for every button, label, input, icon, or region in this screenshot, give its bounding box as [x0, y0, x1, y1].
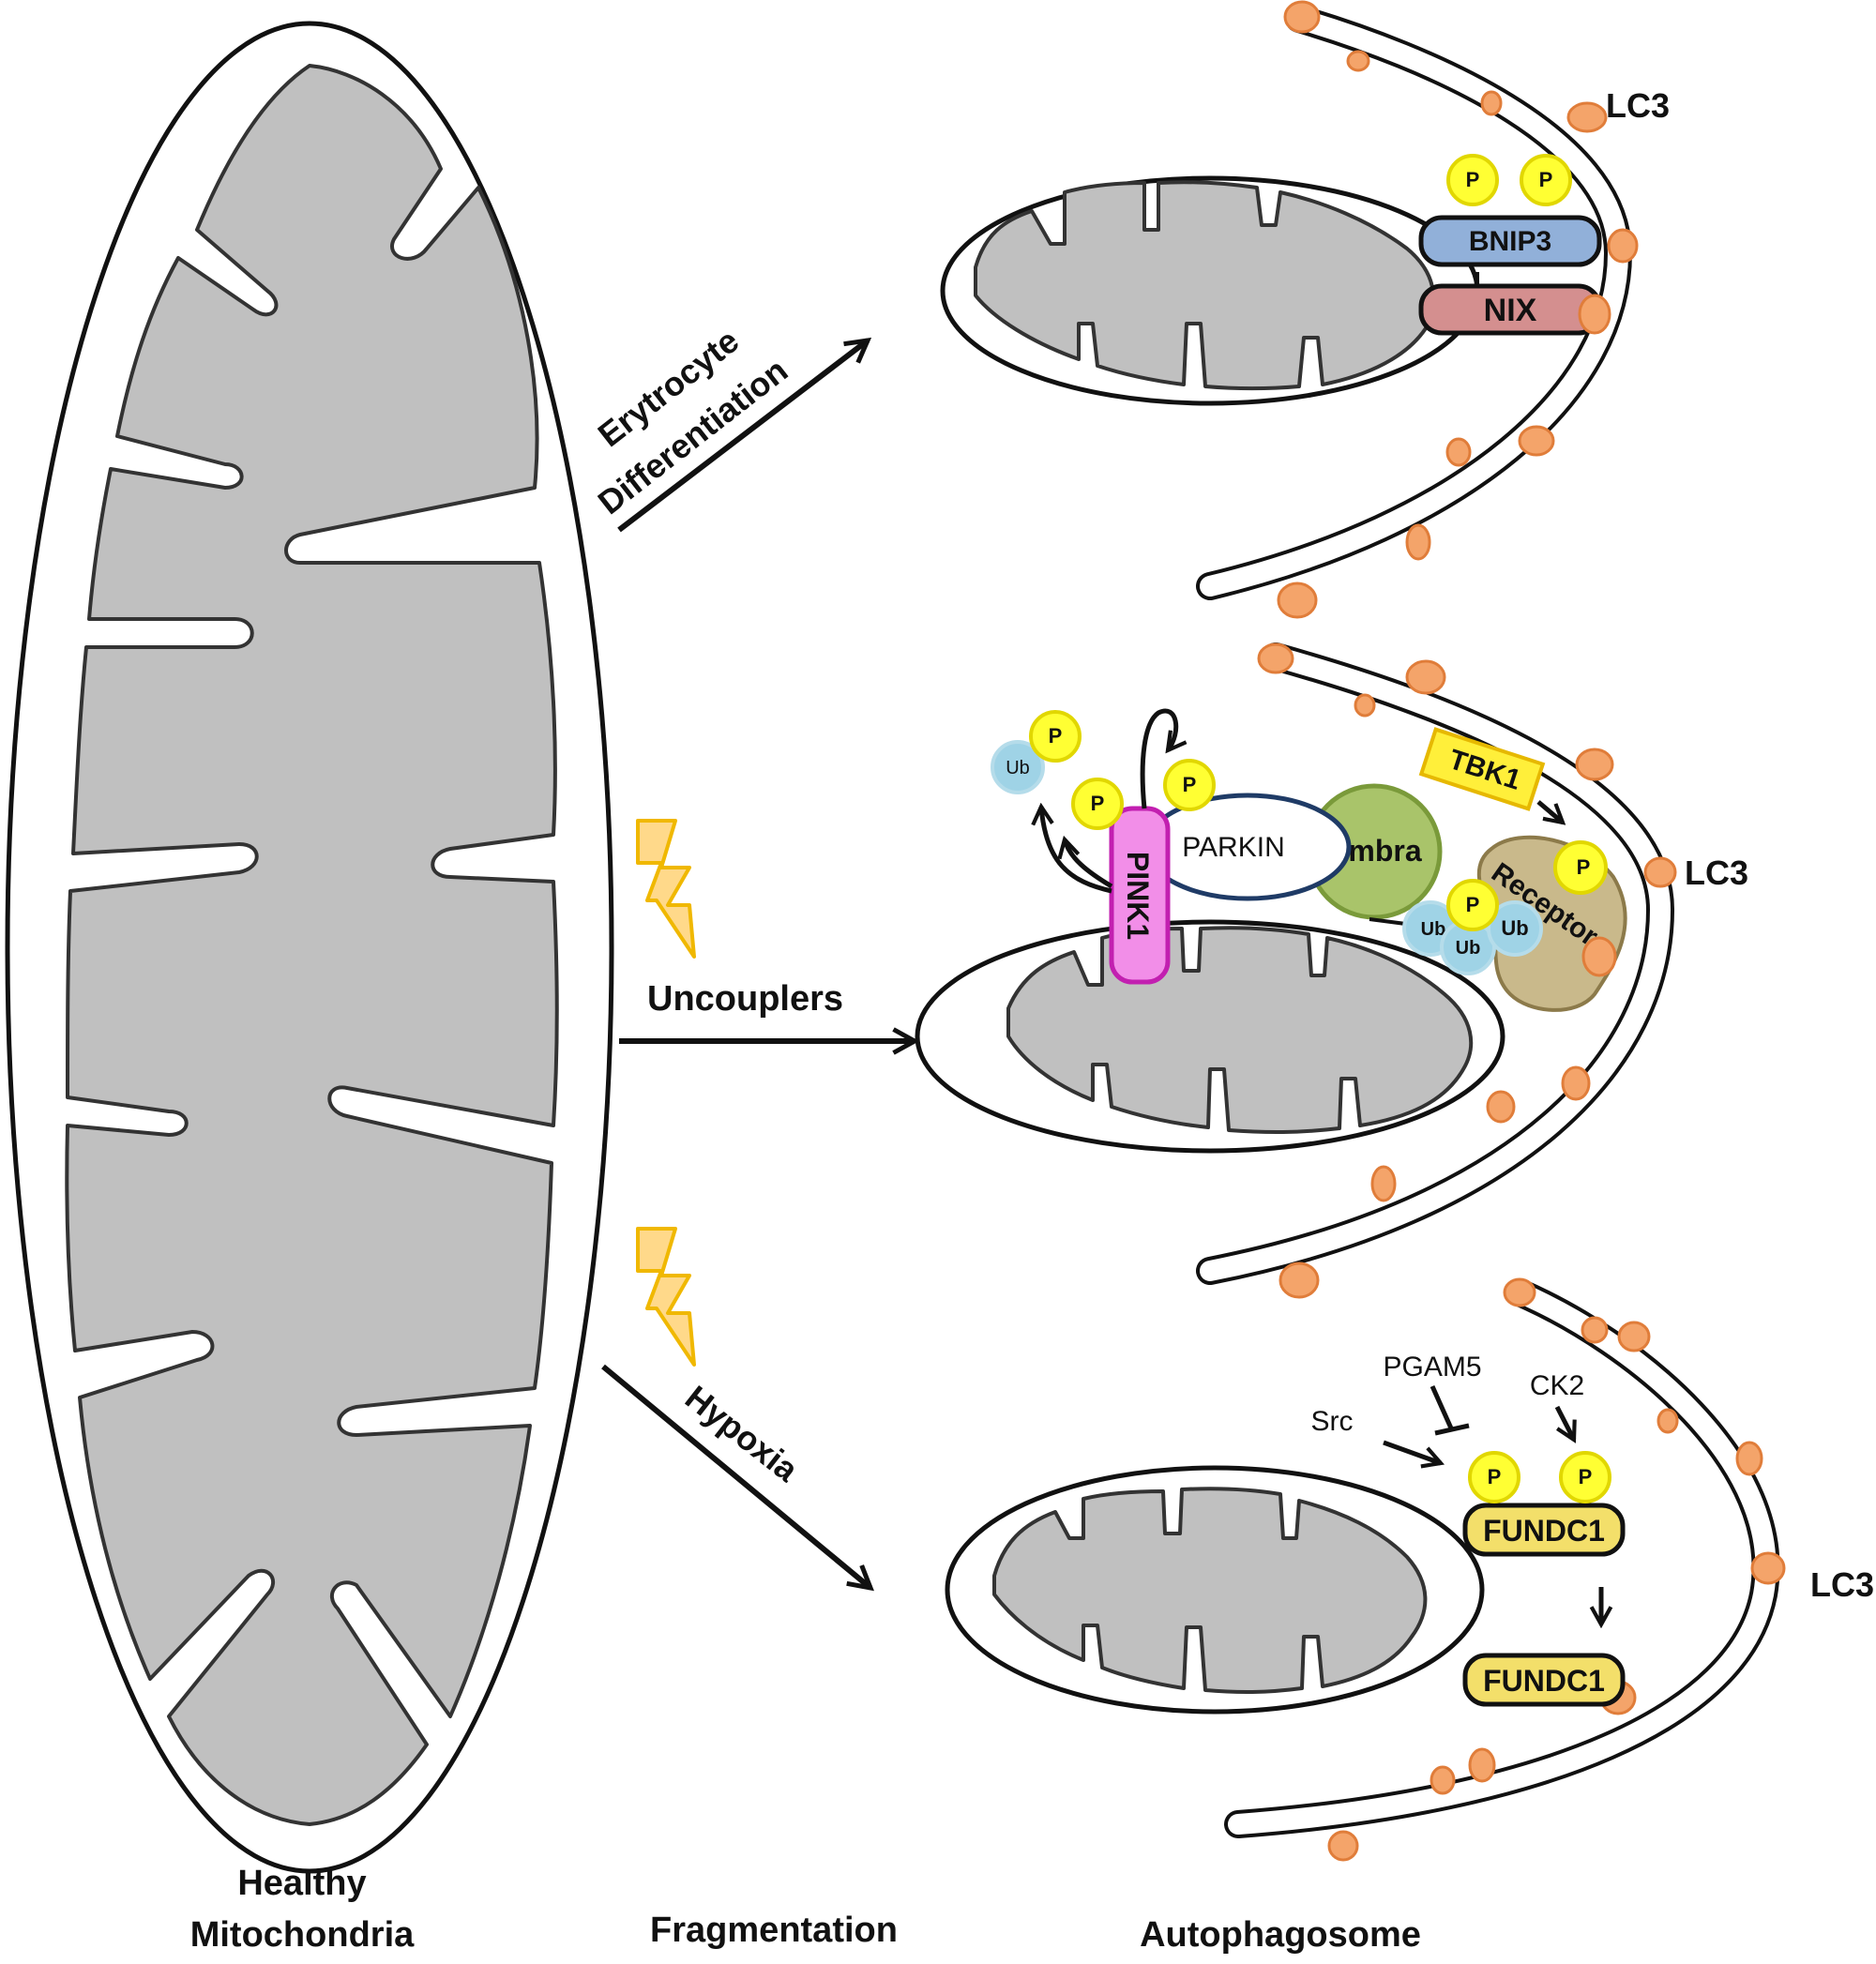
top-phosphate-2-label: P [1539, 168, 1553, 191]
bottom-phosphate-1 [1468, 1451, 1520, 1503]
fundc1-label-lower: FUNDC1 [1483, 1664, 1605, 1698]
middle-lc3-dots [1257, 642, 1677, 1299]
bottom-fragment-matrix [992, 1487, 1428, 1695]
middle-ub-4 [1487, 900, 1543, 957]
middle-ub-4-label: Ub [1501, 916, 1528, 940]
nix-label: NIX [1484, 293, 1537, 328]
pgam5-inhibit-line [1430, 1384, 1455, 1432]
tbk1-arrow [1536, 800, 1563, 823]
lightning-bolt-icon-hypoxia [636, 1227, 696, 1367]
bottom-phosphate-1-label: P [1488, 1465, 1502, 1488]
main-arrows [601, 340, 915, 1588]
lightning-bolt-icon-uncouplers [636, 819, 696, 959]
pink1-label: PINK1 [1121, 852, 1155, 940]
pink1-ub-arrow-1 [1041, 807, 1112, 894]
healthy-label-line2: Mitochondria [190, 1915, 415, 1955]
middle-lc3-label: LC3 [1685, 854, 1748, 892]
hypoxia-label: Hypoxia [678, 1378, 806, 1489]
fundc1-label-upper: FUNDC1 [1483, 1514, 1605, 1548]
ck2-label: CK2 [1530, 1370, 1584, 1401]
pink1-protein [1109, 806, 1171, 985]
middle-ub-1 [991, 740, 1045, 794]
pink1-ub-arrow-2 [1065, 839, 1113, 889]
top-phosphate-2 [1520, 154, 1572, 206]
pgam5-inhibit-bar [1434, 1423, 1470, 1436]
fragmentation-label: Fragmentation [650, 1911, 898, 1950]
top-lc3-dots [1277, 0, 1639, 619]
top-phosphate-1 [1446, 154, 1499, 206]
tbk1-protein [1418, 727, 1546, 811]
uncouplers-label: Uncouplers [647, 979, 843, 1019]
bottom-phosphate-2 [1559, 1451, 1611, 1503]
middle-phosphate-1 [1029, 710, 1082, 763]
parkin-label: PARKIN [1182, 832, 1284, 863]
bottom-lc3-label: LC3 [1810, 1565, 1874, 1604]
middle-phosphate-3-label: P [1183, 773, 1197, 796]
middle-ub-3-label: Ub [1456, 938, 1481, 959]
middle-phosphate-2-label: P [1091, 792, 1105, 815]
top-lc3-label: LC3 [1606, 86, 1670, 125]
middle-phosphate-1-label: P [1049, 724, 1063, 748]
pink1-autophospho-arrow [1140, 708, 1176, 809]
middle-phosphate-2 [1071, 778, 1124, 830]
hypoxia-arrow [601, 1364, 870, 1588]
middle-phosphate-4-label: P [1466, 893, 1480, 916]
fundc1-protein-upper [1462, 1503, 1626, 1557]
top-panel: BNIP3 NIX P P LC3 [940, 0, 1670, 619]
middle-ub-2-label: Ub [1421, 919, 1446, 940]
middle-phosphate-5-label: P [1577, 855, 1591, 879]
autophagosome-label: Autophagosome [1140, 1915, 1421, 1955]
bnip3-label: BNIP3 [1469, 226, 1551, 257]
middle-panel: Receptor LC3 TBK1 Ambra PARKIN PINK1 [915, 642, 1748, 1299]
bottom-phosphate-2-label: P [1579, 1465, 1593, 1488]
top-phosphate-1-label: P [1466, 168, 1480, 191]
bottom-panel: LC3 FUNDC1 FUNDC1 P P PGAM5 CK2 Src [945, 1277, 1874, 1862]
src-label: Src [1311, 1406, 1354, 1437]
fundc1-protein-lower [1462, 1653, 1626, 1707]
middle-phosphate-5 [1553, 840, 1608, 895]
healthy-label-line1: Healthy [237, 1864, 366, 1903]
middle-phosphate-3 [1163, 759, 1216, 811]
healthy-mitochondrion [5, 21, 614, 1874]
pgam5-label: PGAM5 [1383, 1352, 1481, 1382]
middle-ub-1-label: Ub [1006, 758, 1030, 778]
healthy-matrix [65, 64, 559, 1826]
bnip3-protein [1418, 215, 1602, 267]
middle-phosphate-4 [1446, 879, 1499, 931]
ck2-arrow [1554, 1405, 1574, 1440]
src-arrow [1383, 1440, 1441, 1463]
erythro-arrow [617, 340, 868, 533]
